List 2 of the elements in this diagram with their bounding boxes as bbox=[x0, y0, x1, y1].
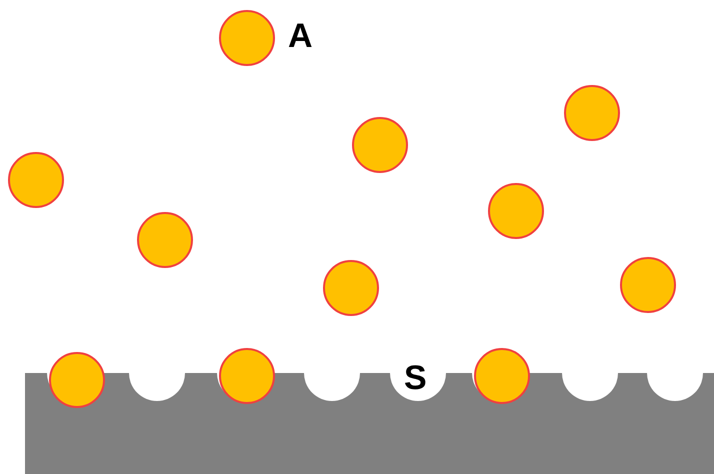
letter-label: S bbox=[404, 361, 427, 395]
letter-label: A bbox=[288, 19, 313, 53]
